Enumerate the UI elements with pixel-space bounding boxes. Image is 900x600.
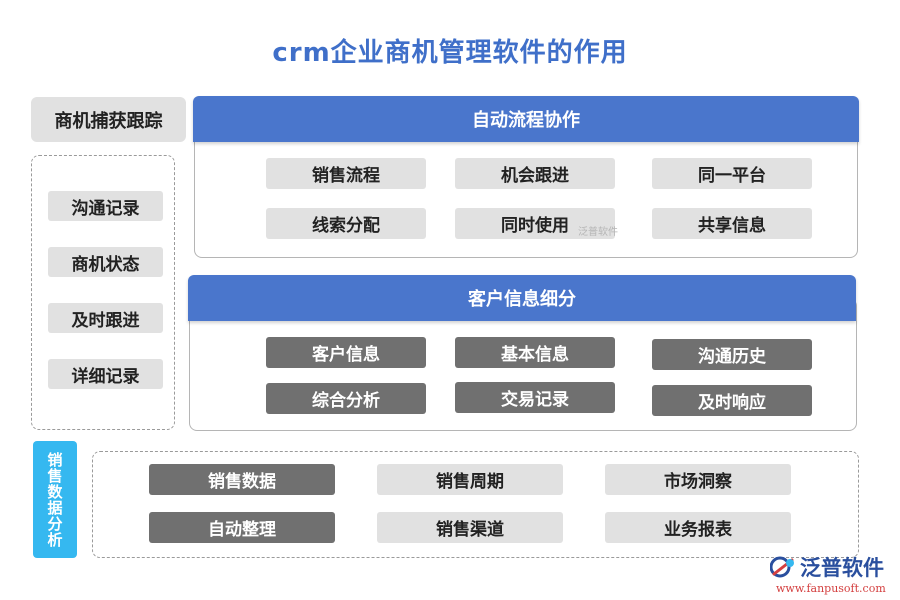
bottom-item-3: 市场洞察 xyxy=(605,464,791,495)
left-dashed-box xyxy=(31,155,175,430)
bottom-item-6: 业务报表 xyxy=(605,512,791,543)
panel1-header: 自动流程协作 xyxy=(193,96,859,142)
panel2-item-5: 交易记录 xyxy=(455,382,615,413)
watermark: 泛普软件 xyxy=(578,227,618,238)
panel1-item-2: 机会跟进 xyxy=(455,158,615,189)
left-item-1: 沟通记录 xyxy=(48,191,163,221)
left-item-3: 及时跟进 xyxy=(48,303,163,333)
panel1-item-6: 共享信息 xyxy=(652,208,812,239)
panel2-item-3: 沟通历史 xyxy=(652,339,812,370)
page-title: crm企业商机管理软件的作用 xyxy=(272,38,628,68)
bottom-dashed-box xyxy=(92,451,859,558)
panel2-item-1: 客户信息 xyxy=(266,337,426,368)
bottom-item-4: 自动整理 xyxy=(149,512,335,543)
left-item-4: 详细记录 xyxy=(48,359,163,389)
left-item-2: 商机状态 xyxy=(48,247,163,277)
logo-name: 泛普软件 xyxy=(800,556,884,580)
logo-icon xyxy=(770,556,794,578)
panel1-item-5: 同时使用 xyxy=(455,208,615,239)
panel1-item-3: 同一平台 xyxy=(652,158,812,189)
panel2-item-2: 基本信息 xyxy=(455,337,615,368)
panel1-item-4: 线索分配 xyxy=(266,208,426,239)
panel2-item-6: 及时响应 xyxy=(652,385,812,416)
panel2-item-4: 综合分析 xyxy=(266,383,426,414)
logo-url: www.fanpusoft.com xyxy=(776,582,886,595)
bottom-item-5: 销售渠道 xyxy=(377,512,563,543)
brand-logo: 泛普软件 www.fanpusoft.com xyxy=(770,552,892,598)
panel1-item-1: 销售流程 xyxy=(266,158,426,189)
panel2-header: 客户信息细分 xyxy=(188,275,856,321)
bottom-side-label: 销售数据分析 xyxy=(33,441,77,558)
bottom-item-1: 销售数据 xyxy=(149,464,335,495)
bottom-item-2: 销售周期 xyxy=(377,464,563,495)
left-header: 商机捕获跟踪 xyxy=(31,97,186,142)
